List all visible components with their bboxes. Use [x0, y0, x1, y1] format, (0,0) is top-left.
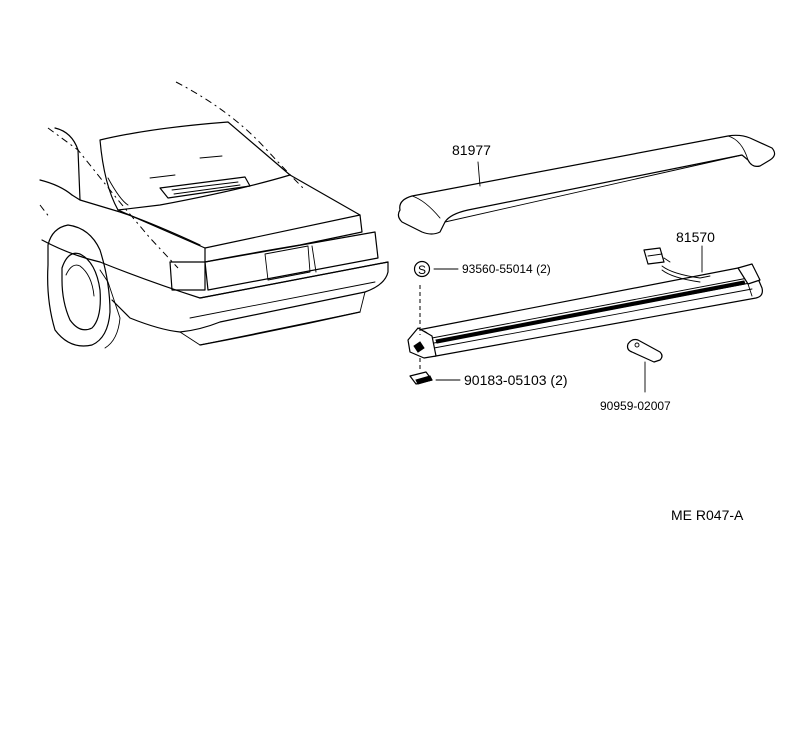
- label-93560: 93560-55014 (2): [462, 262, 551, 276]
- bracket-part: [626, 338, 663, 363]
- rear-spoiler: [397, 134, 776, 235]
- label-81977: 81977: [452, 142, 491, 158]
- car-rear-illustration: [39, 81, 389, 349]
- label-81570: 81570: [676, 229, 715, 245]
- nut-symbol: S: [413, 260, 431, 278]
- figure-code: ME R047-A: [671, 507, 744, 523]
- label-90183: 90183-05103 (2): [464, 372, 568, 388]
- high-mount-stop-lamp: [407, 247, 763, 359]
- nut-symbol-letter: S: [418, 263, 426, 277]
- label-90959: 90959-02007: [600, 399, 671, 413]
- leader-81977: [477, 161, 481, 187]
- clip-part: [409, 371, 433, 385]
